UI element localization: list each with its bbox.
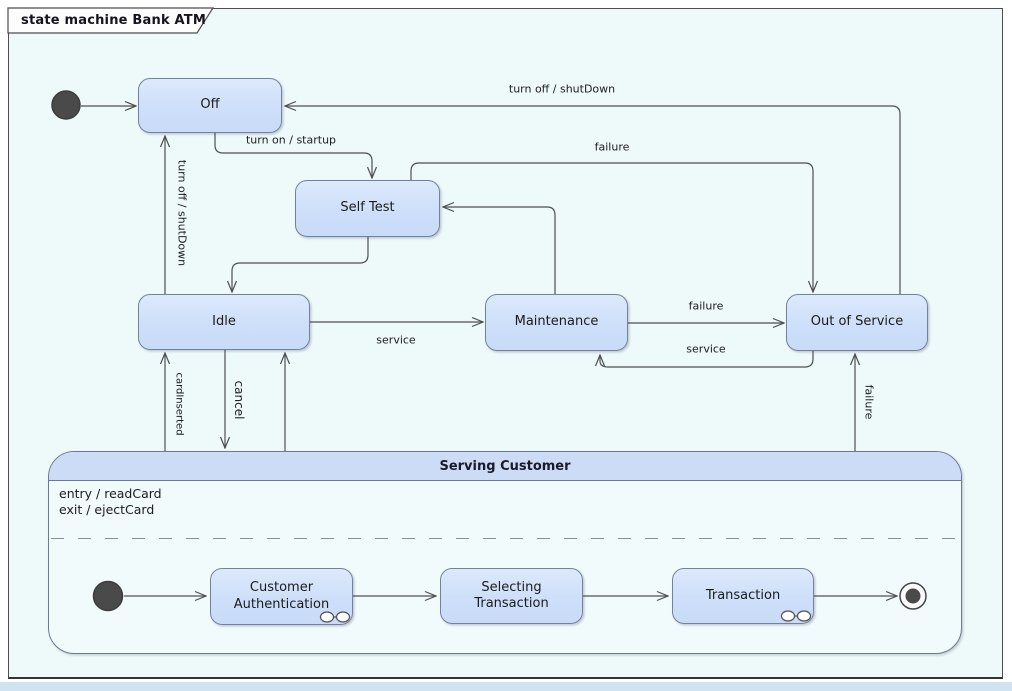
- state-out-of-service-label: Out of Service: [810, 314, 904, 330]
- state-self-test: Self Test: [295, 180, 440, 237]
- frame-title: state machine Bank ATM: [21, 13, 206, 28]
- state-transaction-label: Transaction: [705, 587, 781, 603]
- transition-label-failure: failure: [594, 140, 630, 154]
- transition-label-failure: failure: [862, 384, 876, 420]
- state-selecting-transaction-label: Selecting Transaction: [474, 579, 549, 611]
- state-maintenance: Maintenance: [485, 294, 628, 351]
- composite-state-title: Serving Customer: [439, 458, 571, 474]
- transition-label-failure: failure: [688, 299, 724, 313]
- state-customer-authentication-label: Customer Authentication: [233, 580, 330, 612]
- transition-label-service: service: [376, 333, 416, 347]
- transition-label-cardinserted: cardInserted: [173, 372, 185, 436]
- composite-state-header: Serving Customer: [49, 452, 961, 481]
- state-selecting-transaction: Selecting Transaction: [440, 568, 583, 624]
- transition-label-turn-off-shutdown: turn off / shutDown: [508, 82, 616, 96]
- state-transaction: Transaction: [672, 568, 814, 624]
- transition-label-service: service: [686, 342, 726, 356]
- state-out-of-service: Out of Service: [786, 294, 928, 351]
- state-self-test-label: Self Test: [340, 200, 395, 216]
- composite-region-separator: [51, 538, 959, 539]
- state-customer-authentication: Customer Authentication: [210, 568, 353, 625]
- transition-label-turn-on-startup: turn on / startup: [245, 133, 337, 147]
- state-idle-label: Idle: [212, 313, 236, 329]
- transition-label-turn-off-shutdown: turn off / shutDown: [175, 159, 189, 267]
- transition-label-cancel: cancel: [232, 380, 246, 420]
- frame-bottom-strip: [0, 682, 1012, 691]
- exit-action-text: exit / ejectCard: [59, 502, 155, 517]
- state-off: Off: [138, 78, 282, 133]
- entry-action-text: entry / readCard: [59, 486, 162, 501]
- state-off-label: Off: [200, 97, 220, 113]
- composite-state-actions: entry / readCard exit / ejectCard: [59, 486, 162, 518]
- state-idle: Idle: [138, 294, 310, 350]
- state-maintenance-label: Maintenance: [514, 314, 599, 330]
